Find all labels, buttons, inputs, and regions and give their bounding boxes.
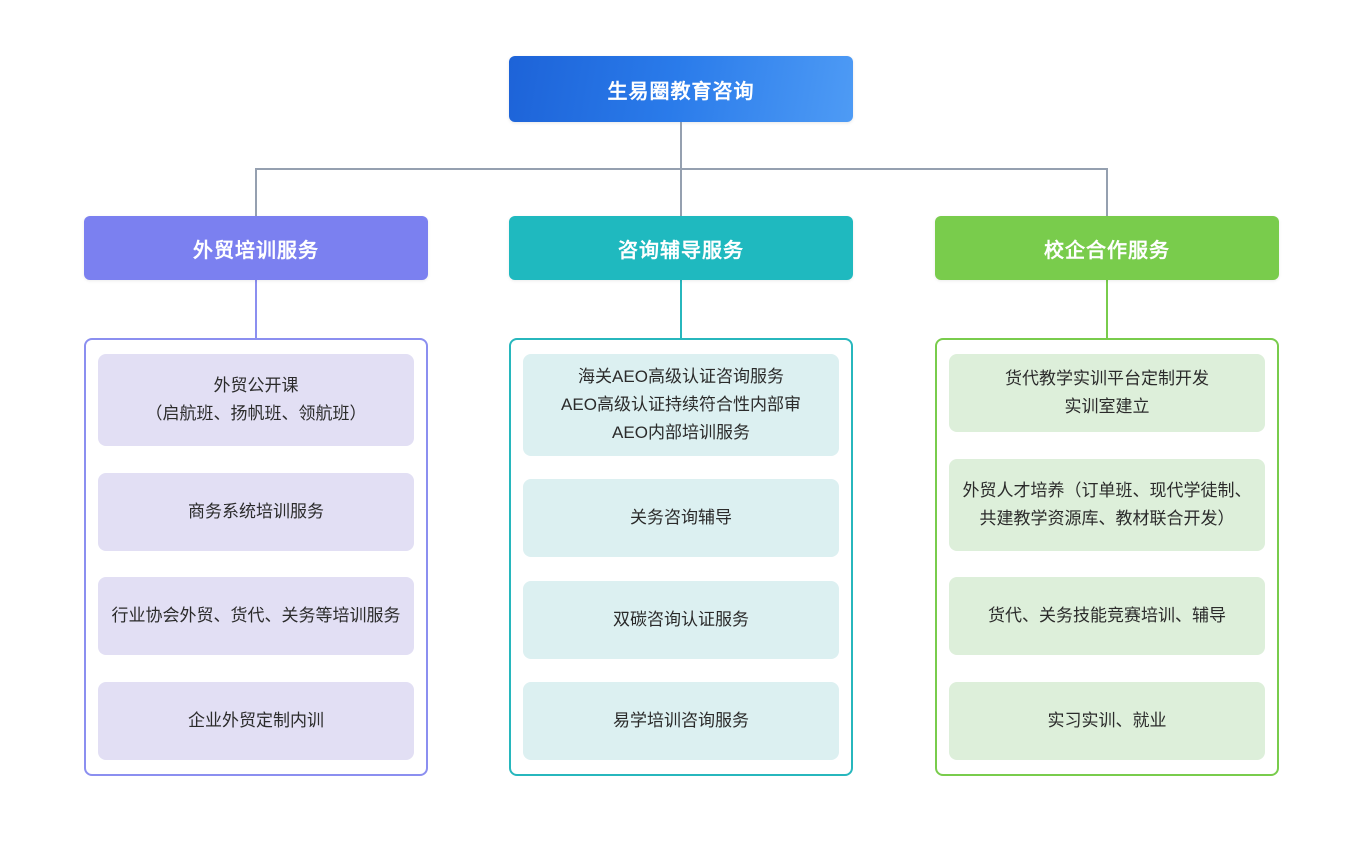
panel-training: 外贸公开课 （启航班、扬帆班、领航班） 商务系统培训服务 行业协会外贸、货代、关… — [84, 338, 428, 776]
service-item[interactable]: 商务系统培训服务 — [98, 472, 414, 551]
service-item[interactable]: 行业协会外贸、货代、关务等培训服务 — [98, 577, 414, 656]
service-item[interactable]: 易学培训咨询服务 — [523, 681, 839, 760]
connector-root-stem — [680, 122, 682, 169]
connector-drop-branch-1 — [255, 168, 257, 216]
panel-consulting: 海关AEO高级认证咨询服务 AEO高级认证持续符合性内部审 AEO内部培训服务 … — [509, 338, 853, 776]
service-item[interactable]: 外贸公开课 （启航班、扬帆班、领航班） — [98, 354, 414, 446]
connector-drop-branch-2 — [680, 168, 682, 216]
service-item[interactable]: 双碳咨询认证服务 — [523, 580, 839, 659]
connector-header-to-panel-1 — [255, 280, 257, 338]
service-item[interactable]: 货代教学实训平台定制开发 实训室建立 — [949, 354, 1265, 432]
service-item[interactable]: 关务咨询辅导 — [523, 479, 839, 558]
category-header-training[interactable]: 外贸培训服务 — [84, 216, 428, 280]
connector-header-to-panel-3 — [1106, 280, 1108, 338]
connector-header-to-panel-2 — [680, 280, 682, 338]
connector-drop-branch-3 — [1106, 168, 1108, 216]
service-item[interactable]: 货代、关务技能竞赛培训、辅导 — [949, 577, 1265, 656]
category-header-school-enterprise[interactable]: 校企合作服务 — [935, 216, 1279, 280]
category-header-consulting[interactable]: 咨询辅导服务 — [509, 216, 853, 280]
panel-school-enterprise: 货代教学实训平台定制开发 实训室建立 外贸人才培养（订单班、现代学徒制、共建教学… — [935, 338, 1279, 776]
root-node[interactable]: 生易圈教育咨询 — [509, 56, 853, 122]
service-item[interactable]: 外贸人才培养（订单班、现代学徒制、共建教学资源库、教材联合开发） — [949, 458, 1265, 551]
service-item[interactable]: 海关AEO高级认证咨询服务 AEO高级认证持续符合性内部审 AEO内部培训服务 — [523, 354, 839, 456]
service-item[interactable]: 实习实训、就业 — [949, 681, 1265, 760]
service-item[interactable]: 企业外贸定制内训 — [98, 681, 414, 760]
